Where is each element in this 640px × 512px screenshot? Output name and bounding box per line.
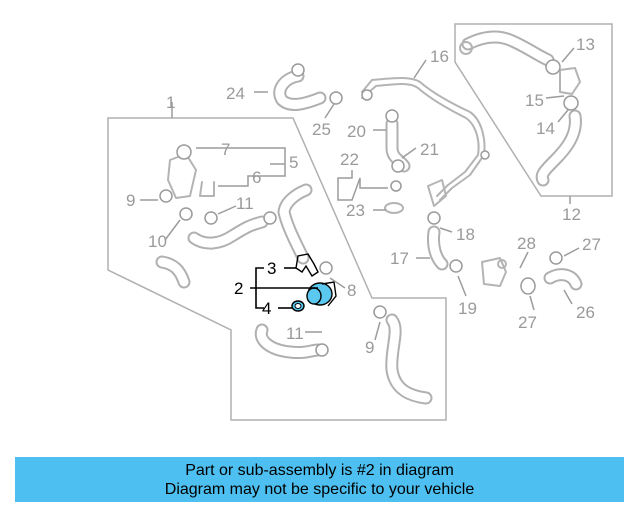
- callout-12: 12: [562, 205, 581, 224]
- banner-line-1: Part or sub-assembly is #2 in diagram: [185, 462, 454, 479]
- callout-17: 17: [390, 249, 409, 268]
- callout-23: 23: [346, 201, 365, 220]
- banner-line-2: Diagram may not be specific to your vehi…: [164, 481, 475, 498]
- callout-24: 24: [226, 84, 245, 103]
- callout-6: 6: [252, 168, 261, 187]
- callout-15: 15: [525, 91, 544, 110]
- coolant-hose-24: [273, 63, 343, 111]
- group-box-1: [107, 117, 447, 421]
- callout-20: 20: [347, 122, 366, 141]
- callout-16: 16: [430, 47, 449, 66]
- callout-18: 18: [456, 225, 475, 244]
- callout-2: 2: [234, 279, 243, 298]
- callout-27-upper: 27: [582, 235, 601, 254]
- group-box-12: [454, 23, 613, 197]
- callout-22: 22: [340, 150, 359, 169]
- callout-5: 5: [289, 153, 298, 172]
- callout-1: 1: [166, 93, 175, 112]
- callout-28: 28: [517, 234, 536, 253]
- callout-4: 4: [262, 299, 271, 318]
- callout-9-lower: 9: [365, 338, 374, 357]
- coolant-parts-group-1: [155, 144, 433, 405]
- info-banner: Part or sub-assembly is #2 in diagram Di…: [15, 457, 624, 502]
- callout-11-lower: 11: [286, 324, 304, 343]
- callout-13: 13: [576, 35, 595, 54]
- callout-19: 19: [458, 299, 477, 318]
- highlighted-leader-lines: [250, 267, 318, 309]
- coolant-pipe-16: [361, 77, 490, 201]
- leader-lines: [140, 47, 580, 341]
- callout-7: 7: [221, 140, 230, 159]
- callout-27-lower: 27: [518, 313, 537, 332]
- coolant-hose-17: [427, 225, 463, 273]
- coolant-hose-group-12: [459, 30, 582, 187]
- callout-3: 3: [267, 259, 276, 278]
- callout-14: 14: [536, 119, 555, 138]
- coolant-parts-26-28: [481, 251, 583, 295]
- thermostat-parts-20-23: [384, 109, 447, 225]
- callout-9-upper: 9: [126, 191, 135, 210]
- callout-8: 8: [347, 281, 356, 300]
- callout-21: 21: [420, 140, 439, 159]
- callout-11-upper: 11: [236, 194, 254, 213]
- callout-25: 25: [312, 120, 331, 139]
- callout-10: 10: [148, 232, 167, 251]
- callout-26: 26: [576, 303, 595, 322]
